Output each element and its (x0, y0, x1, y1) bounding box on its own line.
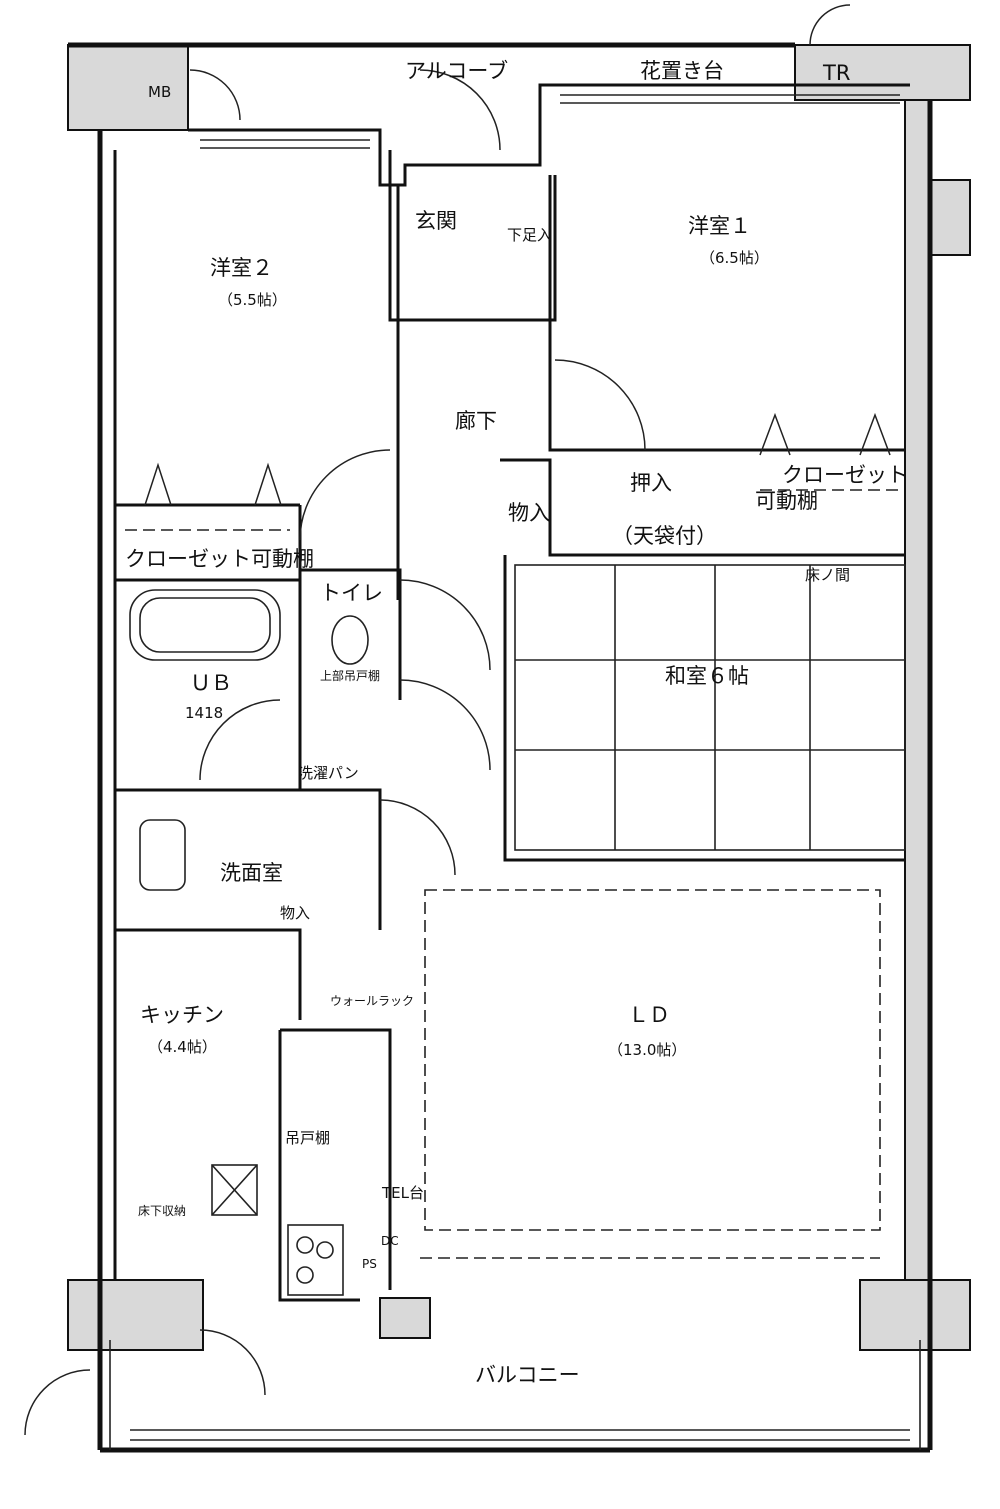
tr-concrete (794, 44, 971, 101)
cooktop (287, 1224, 344, 1296)
ld-label: ＬＤ (628, 1003, 670, 1027)
wall-rack-label: ウォールラック (330, 994, 414, 1008)
sw-concrete (67, 1279, 204, 1351)
toilet-bowl (331, 615, 369, 665)
storage2-label: 物入 (280, 904, 310, 922)
underfloor-label: 床下収納 (138, 1204, 186, 1218)
washbasin (139, 819, 186, 891)
washitsu-door (399, 679, 491, 771)
ps-label: PS (362, 1257, 377, 1271)
western2-door (299, 449, 391, 541)
ld-size: （13.0帖） (608, 1041, 686, 1059)
dc-label: DC (381, 1234, 399, 1248)
closet-label: クローゼット (782, 463, 908, 487)
mb-label: MB (148, 83, 171, 101)
balcony-door (199, 1329, 266, 1396)
western1-door (554, 359, 646, 451)
tokonoma-label: 床ノ間 (805, 566, 850, 584)
kitchen-label: キッチン (140, 1003, 224, 1027)
kitchen-size: （4.4帖） (148, 1038, 217, 1056)
tr-label: TR (822, 61, 850, 85)
closet2-label: クローゼット可動棚 (125, 547, 314, 571)
mb-concrete (67, 44, 189, 131)
toilet-door (399, 579, 491, 671)
ub-size: 1418 (185, 704, 223, 722)
laundry-pan-label: 洗濯パン (298, 764, 359, 782)
east-column (929, 179, 971, 256)
hanging-shelf-top-label: 上部吊戸棚 (320, 668, 380, 683)
ub-label: ＵＢ (190, 671, 232, 695)
western1-label: 洋室１ (688, 214, 751, 238)
western2-size: （5.5帖） (218, 291, 287, 309)
corridor-label: 廊下 (455, 409, 497, 433)
mb-door (189, 69, 241, 121)
oshiire-label: 押入 (630, 471, 672, 495)
entry-door (419, 69, 501, 151)
tatami-grid (514, 564, 906, 851)
western2-label: 洋室２ (210, 256, 273, 280)
movable-shelf-label: 可動棚 (755, 489, 818, 513)
balcony-label: バルコニー (475, 1363, 580, 1387)
bathtub (129, 589, 281, 661)
shoe-box-label: 下足入 (507, 226, 552, 244)
hanging-shelf-label: 吊戸棚 (285, 1129, 330, 1147)
balcony-post (379, 1297, 431, 1339)
toilet-label: トイレ (320, 581, 383, 605)
bath-door (199, 699, 281, 781)
underfloor-storage (211, 1164, 258, 1216)
tel-label: TEL台 (381, 1184, 424, 1202)
flower-stand-label: 花置き台 (640, 59, 724, 83)
se-concrete (859, 1279, 971, 1351)
storage1-label: 物入 (508, 501, 550, 525)
senmenjo-door (379, 799, 456, 876)
entrance-label: 玄関 (415, 209, 457, 233)
alcove-label: アルコーブ (405, 59, 508, 83)
senmenjo-label: 洗面室 (220, 861, 283, 885)
oshiire-note: （天袋付） (612, 524, 717, 548)
ld-outline (424, 889, 881, 1231)
tr-door (809, 4, 851, 46)
outer-door (24, 1369, 91, 1436)
western1-size: （6.5帖） (700, 249, 769, 267)
washitsu-label: 和室６帖 (665, 664, 749, 688)
east-wall-concrete (904, 99, 931, 1286)
